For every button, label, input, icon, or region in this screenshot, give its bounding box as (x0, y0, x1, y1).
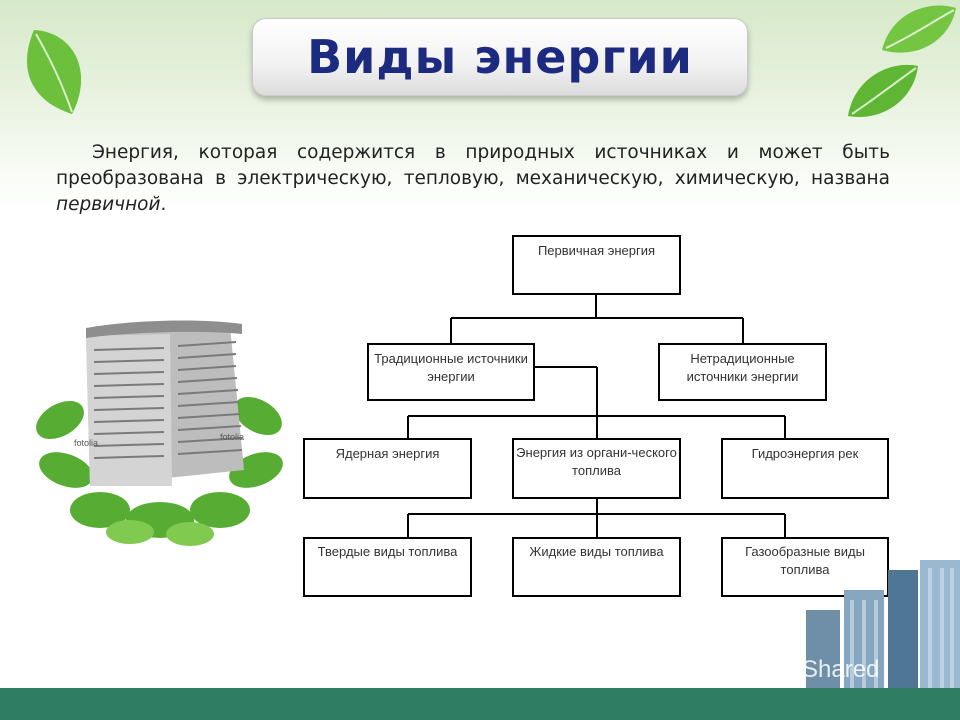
node-liquid-fuel: Жидкие виды топлива (512, 537, 681, 597)
intro-emphasis: первичной (56, 194, 161, 215)
node-solid-fuel: Твердые виды топлива (303, 537, 472, 597)
page-title: Виды энергии (307, 30, 693, 84)
node-primary-energy: Первичная энергия (512, 235, 681, 295)
footer-bar (0, 688, 960, 720)
node-traditional-sources: Традиционные источники энергии (367, 343, 535, 401)
air-conditioner-image: fotolia fotolia (36, 320, 283, 546)
leaf-icon (882, 5, 956, 53)
intro-paragraph: Энергия, которая содержится в природных … (56, 140, 890, 218)
leaf-icon (26, 30, 82, 114)
title-banner: Виды энергии (252, 18, 748, 96)
leaf-icon (848, 64, 918, 117)
intro-text: Энергия, которая содержится в природных … (56, 142, 890, 189)
node-hydro-energy: Гидроэнергия рек (721, 438, 889, 499)
node-fossil-fuel-energy: Энергия из органи-ческого топлива (512, 438, 681, 499)
node-gaseous-fuel: Газообразные виды топлива (721, 537, 889, 597)
watermark: MyShared (770, 656, 880, 683)
intro-end: . (160, 194, 167, 215)
image-label-left: fotolia (74, 438, 98, 448)
image-label-right: fotolia (220, 432, 244, 442)
node-nuclear-energy: Ядерная энергия (303, 438, 472, 499)
node-nontraditional-sources: Нетрадиционные источники энергии (658, 343, 827, 401)
